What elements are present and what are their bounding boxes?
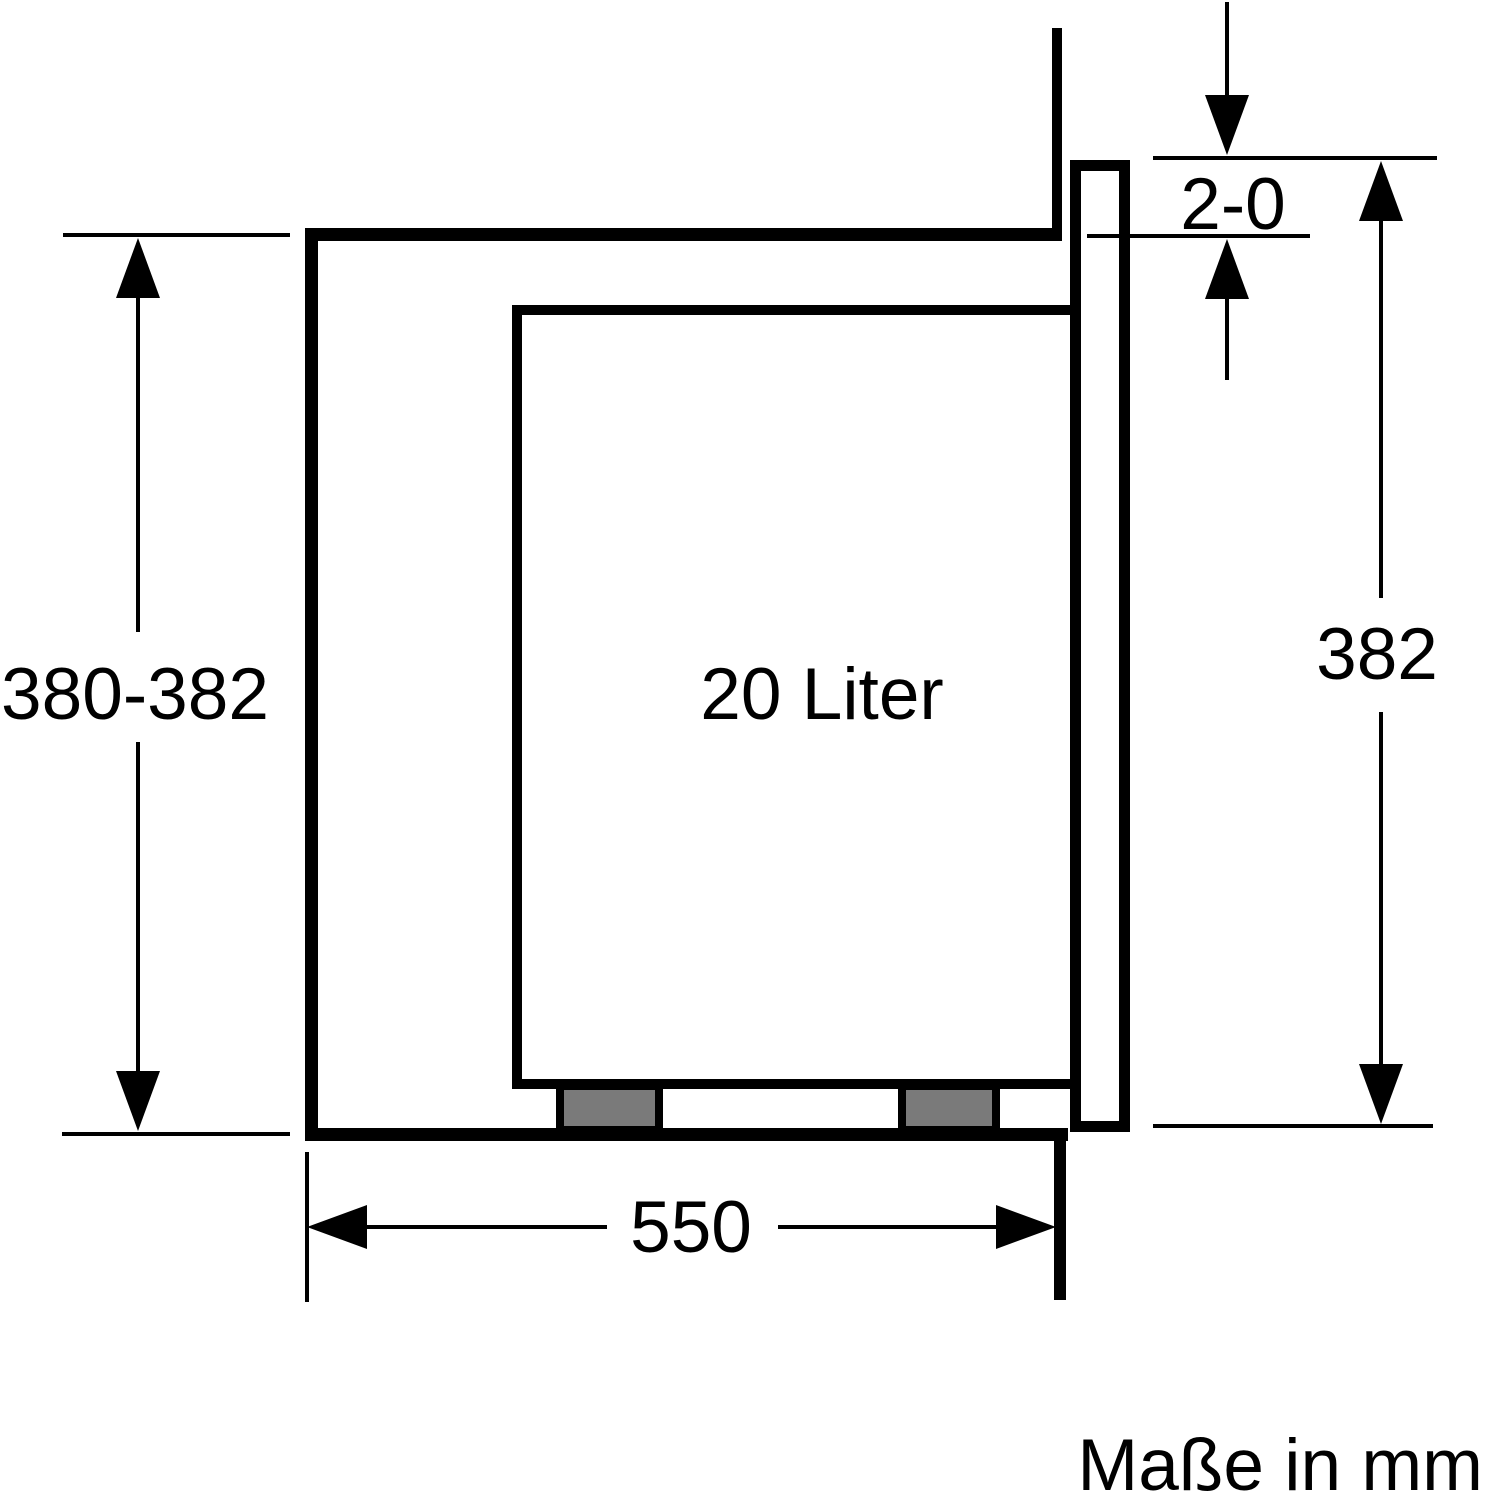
niche-left-wall xyxy=(305,228,318,1141)
cabinet-front-wall-lower xyxy=(1054,1128,1066,1300)
extension-line-gap-bottom xyxy=(1087,234,1310,238)
niche-height-dim-line-lower xyxy=(136,742,140,1072)
appliance-foot-left xyxy=(556,1082,663,1134)
appliance-height-label: 382 xyxy=(1316,614,1438,695)
gap-arrow-up-icon xyxy=(1205,239,1249,299)
gap-arrow-down-tail xyxy=(1225,2,1229,97)
width-dim-line-right xyxy=(778,1225,998,1229)
extension-line-niche-top xyxy=(63,233,290,237)
niche-bottom-wall xyxy=(305,1128,1068,1141)
appliance-bottom-wall xyxy=(512,1079,1070,1089)
appliance-top-wall xyxy=(512,305,1070,315)
appliance-foot-right xyxy=(898,1082,1000,1134)
door-panel xyxy=(1070,160,1130,1132)
appliance-height-arrow-down-icon xyxy=(1359,1064,1403,1124)
appliance-height-dim-line-upper xyxy=(1379,219,1383,598)
cabinet-front-wall-upper xyxy=(1052,28,1062,241)
extension-line-niche-bottom xyxy=(62,1132,290,1136)
appliance-height-arrow-up-icon xyxy=(1359,161,1403,221)
extension-line-gap-top xyxy=(1153,156,1437,160)
appliance-height-dim-line-lower xyxy=(1379,712,1383,1064)
niche-height-arrow-down-icon xyxy=(116,1071,160,1131)
niche-top-wall xyxy=(305,228,1062,241)
gap-arrow-up-tail xyxy=(1225,297,1229,380)
width-arrow-right-icon xyxy=(996,1205,1056,1249)
capacity-label: 20 Liter xyxy=(700,654,944,735)
width-label: 550 xyxy=(630,1187,752,1268)
width-arrow-left-icon xyxy=(307,1205,367,1249)
gap-label: 2-0 xyxy=(1180,164,1286,245)
niche-height-dim-line-upper xyxy=(136,296,140,632)
width-dim-line-left xyxy=(365,1225,607,1229)
units-note-label: Maße in mm xyxy=(1077,1425,1483,1500)
extension-line-appliance-bottom xyxy=(1153,1124,1433,1128)
appliance-left-wall xyxy=(512,305,522,1089)
gap-arrow-down-icon xyxy=(1205,95,1249,155)
niche-height-arrow-up-icon xyxy=(116,238,160,298)
niche-height-label: 380-382 xyxy=(1,654,269,735)
